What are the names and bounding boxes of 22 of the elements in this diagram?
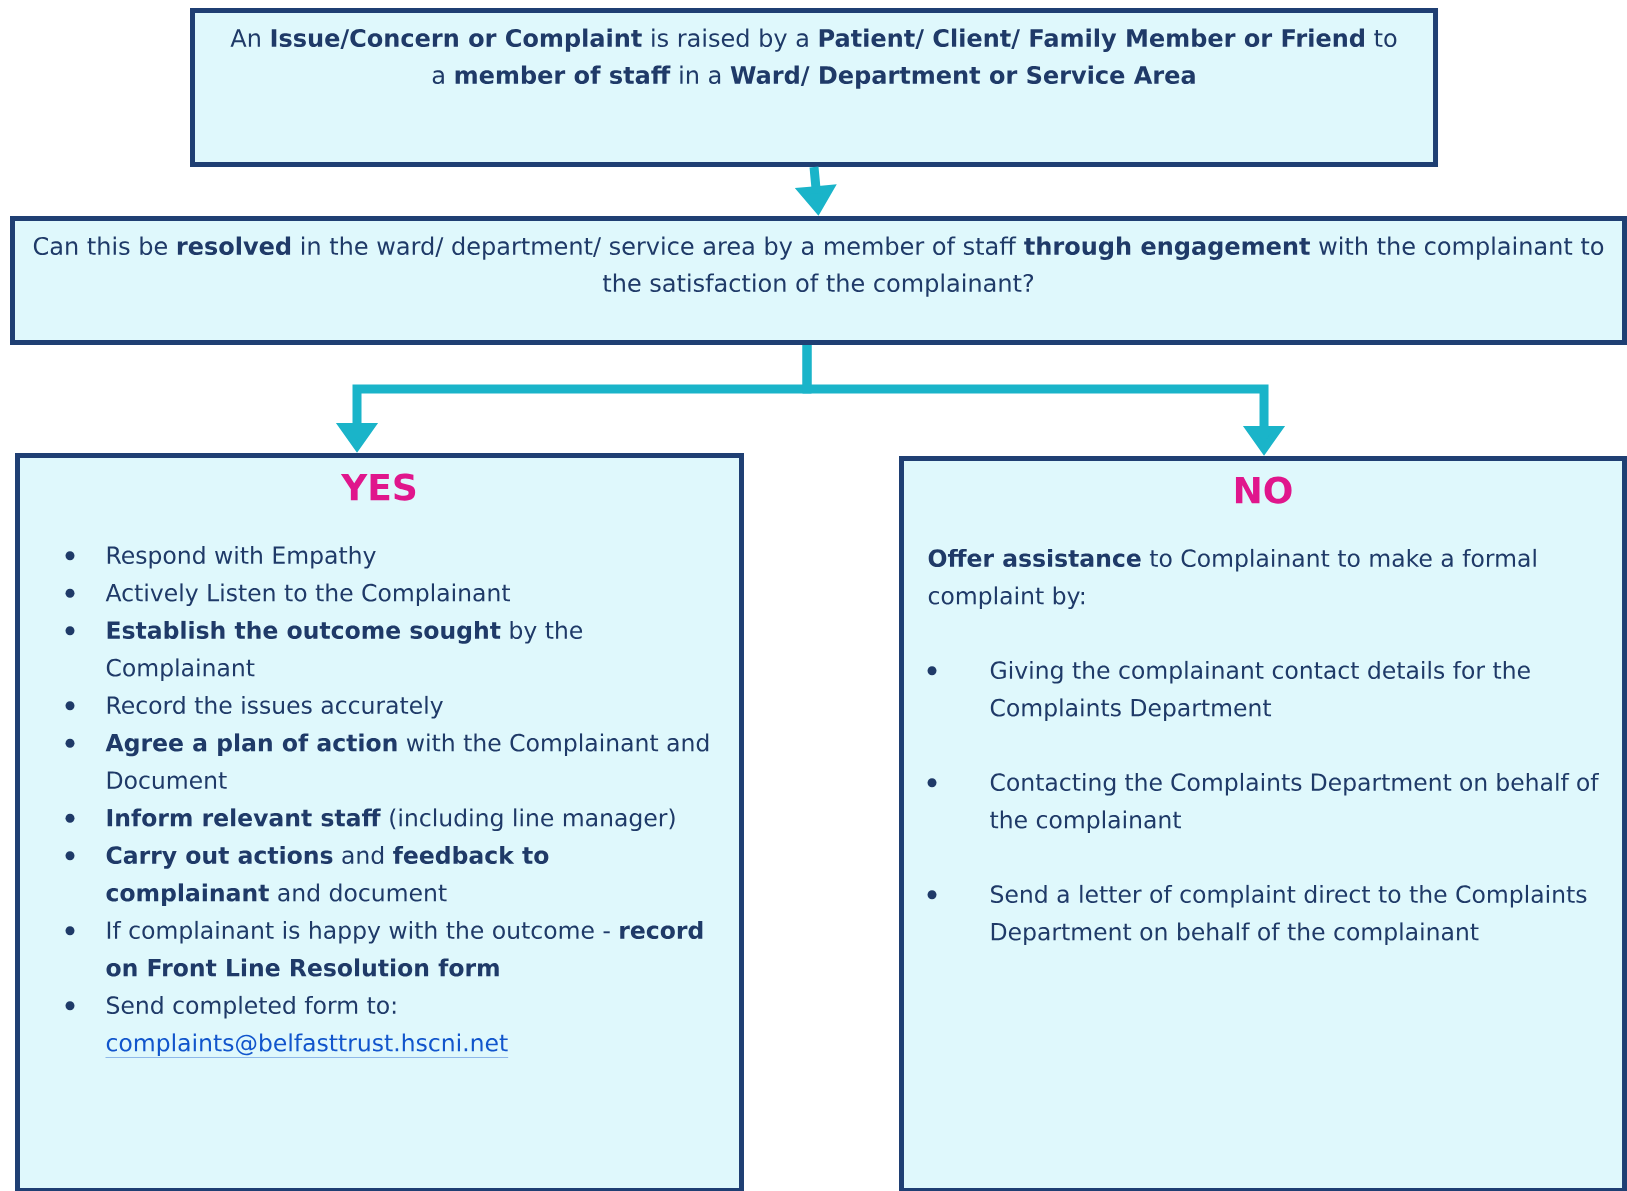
statement-text: Can this be resolved in the ward/ department/ service area by a member of staff through engagement with the complainant to the satisfaction of the complainant? [33,236,1604,297]
bullet-item: Contacting the Complaints Department on behalf of the complainant [927,772,1599,834]
answer-heading: YES [340,473,416,501]
bullet-item: Giving the complainant contact details for the Complaints Department [927,660,1530,722]
outcome-box [899,456,1627,1191]
bullet-item: Carry out actions and feedback to complainant and document [65,845,549,907]
email-link: complaints@belfasttrust.hscni.net [105,1033,509,1058]
bullet-item: Send completed form to: [65,995,396,1019]
bullet-item: Send a letter of complaint direct to the Complaints Department on behalf of the complainant [927,884,1587,946]
outcome-box [15,453,744,1191]
bullet-item: Establish the outcome sought by the Complainant [65,620,583,682]
answer-heading: NO [1235,476,1292,504]
bullet-item: Record the issues accurately [65,695,443,719]
decision-box [10,216,1627,345]
statement-text: An Issue/Concern or Complaint is raised by a Patient/ Client/ Family Member or Friend to a member of staff in a Ward/ Department or Service Area [230,28,1397,89]
bullet-item: If complainant is happy with the outcome - record on Front Line Resolution form [65,920,703,977]
start-box [190,8,1438,167]
bullet-item: Respond with Empathy [65,545,376,569]
bullet-item: Actively Listen to the Complainant [65,583,510,607]
bullet-item: Agree a plan of action with the Complainant and Document [65,733,709,790]
intro-text: Offer assistance to Complainant to make a formal complaint by: [928,548,1536,610]
bullet-item: Inform relevant staff (including line manager) [65,808,675,832]
